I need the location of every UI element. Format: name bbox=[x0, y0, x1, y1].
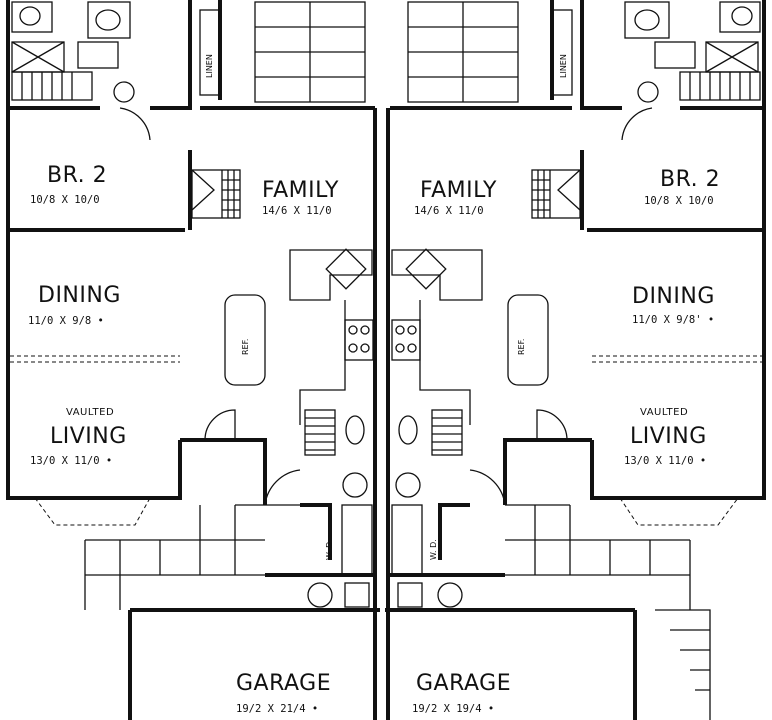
left-window-grid bbox=[254, 1, 366, 103]
room-name: FAMILY bbox=[420, 178, 497, 203]
water-heater-icon bbox=[437, 582, 463, 608]
room-dimensions: 11/0 X 9/8 • bbox=[28, 315, 104, 327]
door-swing-icon bbox=[119, 107, 151, 141]
door-swing-icon bbox=[469, 469, 506, 506]
room-name: BR. 2 bbox=[660, 167, 720, 192]
left-laundry: W. D. bbox=[307, 504, 373, 608]
room-dimensions: 14/6 X 11/0 bbox=[414, 205, 484, 217]
linen-label: LINEN bbox=[559, 54, 568, 78]
room-name: DINING bbox=[38, 283, 121, 308]
room-name: LIVING bbox=[630, 424, 707, 449]
ref-label: REF. bbox=[517, 339, 526, 355]
right-walls bbox=[385, 0, 766, 720]
right-fireplace bbox=[531, 169, 581, 219]
door-swing-icon bbox=[264, 469, 301, 506]
right-stairs bbox=[395, 409, 506, 506]
sink-icon bbox=[624, 1, 670, 39]
toilet-icon bbox=[11, 1, 53, 33]
right-laundry: W. D. bbox=[391, 504, 463, 608]
refrigerator-icon bbox=[224, 294, 266, 386]
room-name: LIVING bbox=[50, 424, 127, 449]
right-bay-window bbox=[619, 497, 739, 526]
ref-label: REF. bbox=[241, 339, 250, 355]
left-fireplace bbox=[191, 169, 241, 219]
left-patio bbox=[84, 504, 300, 610]
range-icon bbox=[344, 319, 374, 361]
toilet-icon bbox=[113, 81, 135, 103]
left-bay-window bbox=[34, 497, 151, 526]
left-walls bbox=[6, 0, 380, 720]
wd-label: W. D. bbox=[429, 539, 438, 560]
room-name: BR. 2 bbox=[47, 163, 107, 188]
left-unit: LINEN REF. bbox=[6, 0, 380, 720]
toilet-icon bbox=[637, 81, 659, 103]
room-name: FAMILY bbox=[262, 178, 339, 203]
left-kitchen: REF. bbox=[224, 248, 374, 425]
room-dimensions: 19/2 X 21/4 • bbox=[236, 703, 318, 715]
right-window-grid bbox=[407, 1, 519, 103]
door-swing-icon bbox=[621, 107, 653, 141]
wd-label: W. D. bbox=[325, 539, 334, 560]
left-stairs bbox=[264, 409, 368, 506]
toilet-icon bbox=[345, 415, 365, 445]
room-name: GARAGE bbox=[416, 671, 511, 696]
right-linen-closet: LINEN bbox=[551, 9, 573, 96]
water-heater-icon bbox=[307, 582, 333, 608]
room-dimensions: 10/8 X 10/0 bbox=[644, 195, 714, 207]
right-bathroom bbox=[621, 1, 761, 141]
left-linen-closet: LINEN bbox=[199, 9, 221, 96]
right-patio bbox=[505, 504, 711, 720]
refrigerator-icon bbox=[507, 294, 549, 386]
sink-icon bbox=[395, 472, 421, 498]
toilet-icon bbox=[398, 415, 418, 445]
room-name: GARAGE bbox=[236, 671, 331, 696]
room-dimensions: 19/2 X 19/4 • bbox=[412, 703, 494, 715]
room-name: DINING bbox=[632, 284, 715, 309]
door-swing-icon bbox=[204, 409, 236, 441]
room-dimensions: 13/0 X 11/0 • bbox=[624, 455, 706, 467]
room-dimensions: 10/8 X 10/0 bbox=[30, 194, 100, 206]
room-dimensions: 13/0 X 11/0 • bbox=[30, 455, 112, 467]
room-dimensions: 14/6 X 11/0 bbox=[262, 205, 332, 217]
sink-icon bbox=[342, 472, 368, 498]
sink-icon bbox=[87, 1, 131, 39]
toilet-icon bbox=[719, 1, 761, 33]
room-tag: VAULTED bbox=[640, 407, 688, 418]
room-dimensions: 11/0 X 9/8' • bbox=[632, 314, 714, 326]
door-swing-icon bbox=[536, 409, 568, 441]
room-tag: VAULTED bbox=[66, 407, 114, 418]
left-bathroom bbox=[11, 1, 151, 141]
linen-label: LINEN bbox=[205, 54, 214, 78]
right-unit: LINEN REF. bbox=[385, 0, 766, 720]
right-kitchen: REF. bbox=[391, 248, 549, 425]
range-icon bbox=[391, 319, 421, 361]
